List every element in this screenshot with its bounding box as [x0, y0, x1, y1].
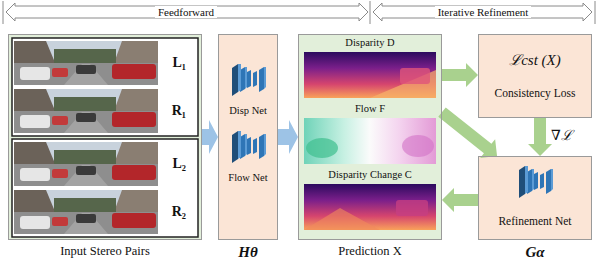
- flow-arrow: [438, 107, 497, 158]
- panel-fill: [478, 156, 592, 240]
- disparity-change-map: [304, 184, 436, 230]
- flow-arrow: [202, 120, 218, 154]
- box-heading: Input Stereo Pairs: [60, 244, 150, 258]
- network-icon: [519, 166, 553, 198]
- flow-arrow: [442, 63, 478, 87]
- edge-label-holder: ∇ℒ: [551, 128, 573, 144]
- process-box: HθDisp NetFlow Net: [218, 34, 278, 240]
- box-heading: Gα: [525, 244, 544, 261]
- phase-arrow: [373, 3, 592, 21]
- box-heading: Prediction X: [338, 244, 402, 258]
- content-region: Disparity D: [298, 37, 442, 101]
- street-photo: [14, 41, 158, 85]
- content-region: Flow F: [298, 103, 442, 167]
- phase-label: Iterative Refinement: [435, 6, 532, 18]
- box-heading: Hθ: [238, 244, 257, 261]
- content-region: Disparity Change C: [298, 169, 442, 233]
- separator-line: [3, 1, 4, 24]
- process-box: Input Stereo PairsL₁R₁L₂R₂: [8, 34, 202, 240]
- content-region: R₁: [14, 89, 196, 133]
- box-label: Disparity D: [345, 37, 394, 49]
- flow-arrow: [278, 120, 298, 154]
- phase-label-holder: Iterative Refinement: [435, 6, 532, 18]
- box-label: R₂: [172, 204, 186, 220]
- street-photo: [14, 190, 158, 234]
- flow-arrow: [442, 188, 478, 212]
- box-label: Refinement Net: [498, 215, 571, 228]
- content-region: Disp Net: [218, 55, 278, 117]
- pair-group: [12, 38, 198, 136]
- street-photo: [14, 142, 158, 186]
- phase-label-holder: Feedforward: [155, 6, 217, 18]
- content-region: L₁: [14, 41, 196, 85]
- panel-fill: [298, 34, 442, 240]
- separator-line: [595, 1, 596, 24]
- disparity-change-map: [396, 200, 428, 216]
- box-label: L₁: [172, 55, 186, 71]
- flow-map: [304, 118, 436, 164]
- flow-map: [306, 138, 338, 158]
- panel-fill: [218, 34, 278, 240]
- process-box: Refinement NetGα: [478, 156, 592, 240]
- disparity-map: [304, 52, 436, 98]
- street-photo: [14, 89, 158, 133]
- box-label: R₁: [172, 103, 186, 119]
- box-label: Flow Net: [228, 172, 267, 184]
- content-region: R₂: [14, 190, 196, 234]
- box-label: Disparity Change C: [328, 169, 411, 181]
- box-label: Consistency Loss: [495, 87, 576, 100]
- panel-fill: [8, 34, 202, 240]
- gradient-label: ∇ℒ: [551, 128, 573, 144]
- network-icon: [232, 64, 266, 96]
- content-region: L₂: [14, 142, 196, 186]
- box-label: Flow F: [355, 103, 385, 115]
- flow-arrow: [528, 118, 552, 156]
- box-label: Disp Net: [229, 105, 267, 117]
- process-box: Prediction XDisparity DFlow FDisparity C…: [298, 34, 442, 240]
- phase-label: Feedforward: [155, 6, 217, 18]
- pair-group: [12, 139, 198, 237]
- box-label: L₂: [172, 156, 186, 172]
- box-label: ℒcst (X): [509, 52, 561, 69]
- process-box: ℒcst (X) Consistency Loss: [478, 34, 592, 118]
- flow-map: [402, 135, 434, 157]
- phase-arrow: [6, 3, 368, 21]
- network-icon: [232, 131, 266, 163]
- separator-line: [370, 1, 371, 24]
- disparity-change-map: [304, 208, 380, 230]
- disparity-map: [400, 68, 430, 84]
- panel-fill: [478, 34, 592, 118]
- content-region: Flow Net: [218, 122, 278, 184]
